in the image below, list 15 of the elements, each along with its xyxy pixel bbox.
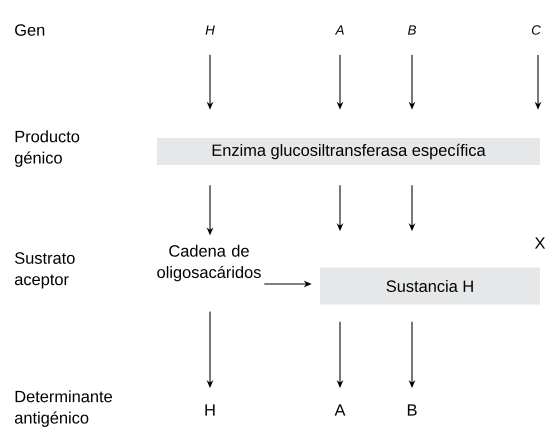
gene-label: B <box>408 25 416 35</box>
substance-box: Sustancia H <box>320 268 540 304</box>
mark-label: X <box>534 237 546 249</box>
antigen-label: A <box>334 404 346 416</box>
row-heading: Determinante antigénico <box>14 390 112 427</box>
row-heading: Producto génico <box>14 130 80 167</box>
row-heading: Sustrato aceptor <box>14 252 75 288</box>
substrate-label: Cadena de oligosacáridos <box>157 244 261 282</box>
antigen-label: B <box>408 404 417 416</box>
gene-label: A <box>334 25 344 35</box>
enzyme-box: Enzima glucosiltransferasa específica <box>157 138 540 165</box>
gene-label: C <box>532 25 541 35</box>
gene-label: H <box>206 25 215 35</box>
row-heading: Gen <box>15 24 44 36</box>
antigen-label: H <box>205 404 215 416</box>
